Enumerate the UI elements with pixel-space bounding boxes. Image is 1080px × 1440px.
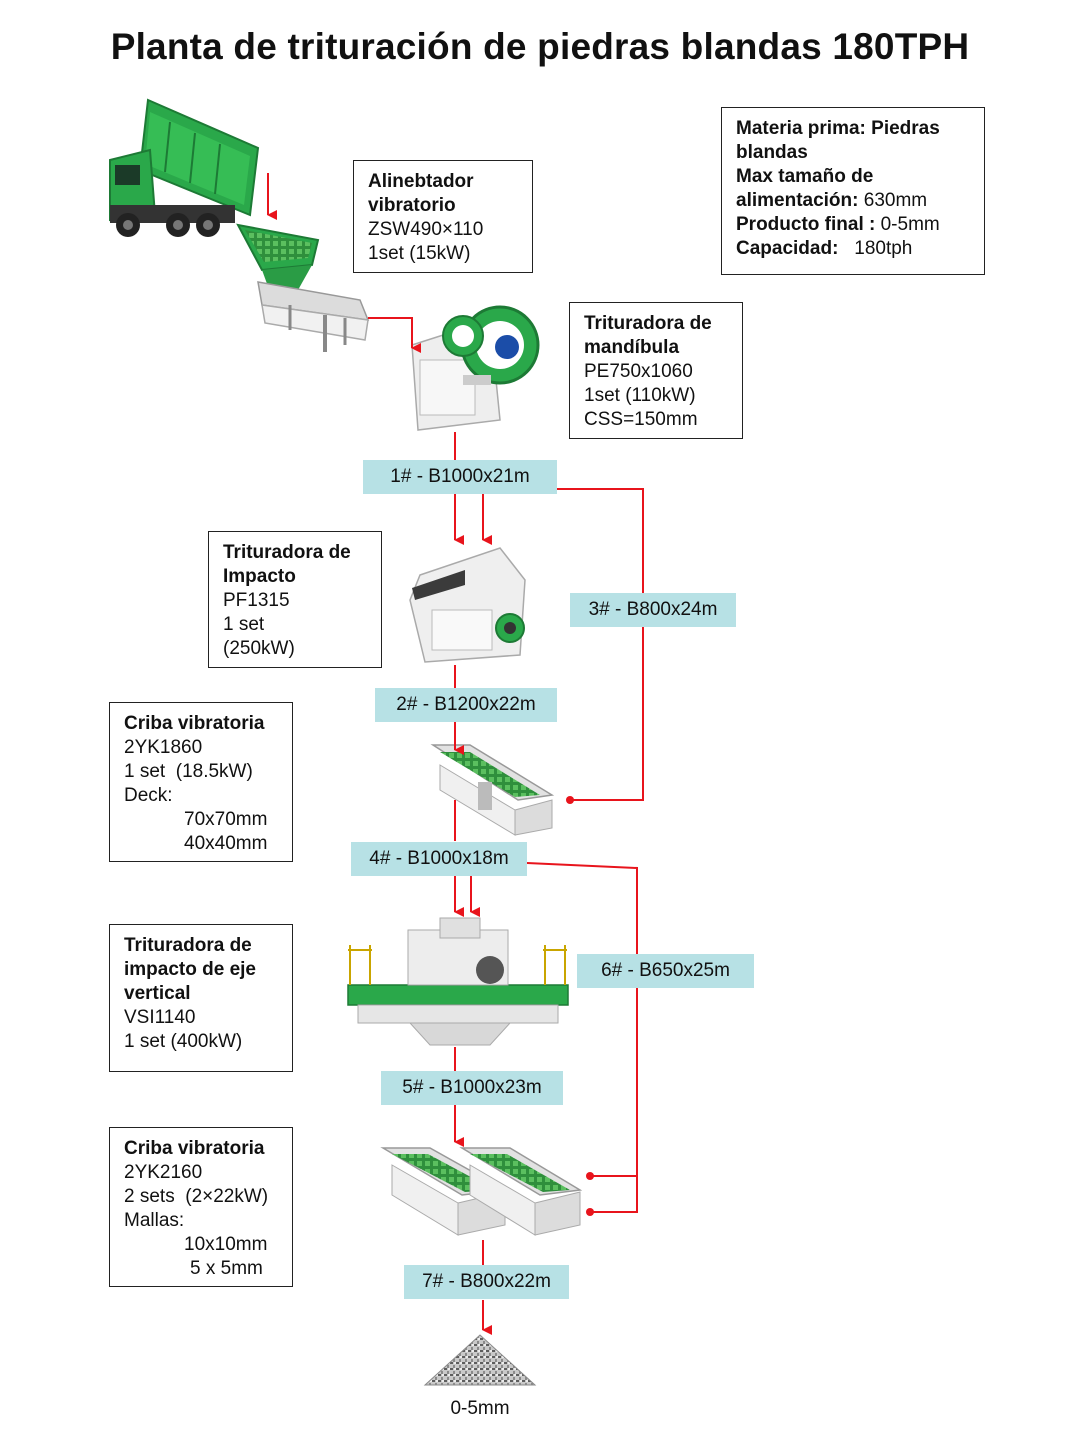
- vibrating-feeder-icon: [236, 223, 370, 352]
- screen1-qty: 1 set (18.5kW): [124, 761, 253, 782]
- screen2-mesh: Mallas:: [124, 1210, 185, 1231]
- dump-truck-icon: [109, 98, 260, 237]
- impact-power: (250kW): [223, 638, 295, 659]
- belt-3-label: 3# - B800x24m: [570, 593, 736, 627]
- impact-name: Trituradora de: [223, 542, 351, 563]
- belt-6-label: 6# - B650x25m: [577, 954, 754, 988]
- info-max-feed: Max tamaño de: [736, 166, 874, 187]
- screen2-qty: 2 sets (2×22kW): [124, 1186, 269, 1207]
- vsi-name: Trituradora de: [124, 935, 252, 956]
- jaw-crusher-label-box: Trituradora de mandíbula PE750x1060 1set…: [569, 302, 743, 439]
- feeder-name: Alinebtador: [368, 171, 474, 192]
- vsi-label-box: Trituradora de impacto de eje vertical V…: [109, 924, 293, 1072]
- flow-joint-dot: [586, 1208, 594, 1216]
- jaw-model: PE750x1060: [584, 361, 693, 382]
- vibrating-screen-1-icon: [430, 744, 555, 836]
- info-raw-material: Materia prima: Piedras: [736, 118, 940, 139]
- screen2-mesh-2: 5 x 5mm: [190, 1258, 263, 1279]
- diagram-title: Planta de trituración de piedras blandas…: [110, 26, 970, 67]
- jaw-crusher-icon: [411, 305, 540, 431]
- vsi-model: VSI1140: [124, 1007, 196, 1028]
- belt-2-label: 2# - B1200x22m: [375, 688, 557, 722]
- info-max-feed-value: 630mm: [858, 190, 928, 211]
- info-final-product-value: 0-5mm: [875, 214, 940, 235]
- jaw-css: CSS=150mm: [584, 409, 698, 430]
- belt-1-label: 1# - B1000x21m: [363, 460, 557, 494]
- feeder-qty: 1set (15kW): [368, 243, 471, 264]
- screen1-deck-1: 70x70mm: [184, 809, 268, 830]
- product-label: 0-5mm: [450, 1398, 510, 1419]
- vsi-name-cont: impacto de eje: [124, 959, 256, 980]
- jaw-qty: 1set (110kW): [584, 385, 696, 406]
- screen1-model: 2YK1860: [124, 737, 203, 758]
- screen1-name: Criba vibratoria: [124, 713, 265, 734]
- belt-4-label: 4# - B1000x18m: [351, 842, 527, 876]
- screen2-name: Criba vibratoria: [124, 1138, 265, 1159]
- info-max-feed-cont: alimentación:: [736, 190, 859, 211]
- feeder-name-cont: vibratorio: [368, 195, 456, 216]
- impact-model: PF1315: [223, 590, 290, 611]
- sand-product-pile-icon: [423, 1334, 537, 1386]
- screen2-mesh-1: 10x10mm: [184, 1234, 268, 1255]
- feeder-label-box: Alinebtador vibratorio ZSW490×110 1set (…: [353, 160, 533, 273]
- info-capacity: Capacidad:: [736, 238, 839, 259]
- info-raw-material-cont: blandas: [736, 142, 808, 163]
- impact-crusher-icon: [409, 547, 526, 663]
- jaw-name-cont: mandíbula: [584, 337, 680, 358]
- vsi-crusher-icon: [347, 917, 569, 1046]
- vibrating-screen-2b-icon: [459, 1147, 583, 1236]
- screen2-label-box: Criba vibratoria 2YK2160 2 sets (2×22kW)…: [109, 1127, 293, 1287]
- belt-7-label: 7# - B800x22m: [404, 1265, 569, 1299]
- screen1-deck: Deck:: [124, 785, 173, 806]
- screen1-deck-2: 40x40mm: [184, 833, 268, 854]
- impact-qty: 1 set: [223, 614, 265, 635]
- jaw-name: Trituradora de: [584, 313, 712, 334]
- screen2-model: 2YK2160: [124, 1162, 203, 1183]
- flow-joint-dot: [566, 796, 574, 804]
- vsi-name-cont2: vertical: [124, 983, 191, 1004]
- info-capacity-value: 180tph: [838, 238, 913, 259]
- impact-name-cont: Impacto: [223, 566, 296, 587]
- screen1-label-box: Criba vibratoria 2YK1860 1 set (18.5kW) …: [109, 702, 293, 862]
- feeder-model: ZSW490×110: [368, 219, 484, 240]
- raw-material-info-box: Materia prima: Piedras blandas Max tamañ…: [721, 107, 985, 275]
- flow-joint-dot: [586, 1172, 594, 1180]
- vsi-qty: 1 set (400kW): [124, 1031, 243, 1052]
- impact-crusher-label-box: Trituradora de Impacto PF1315 1 set (250…: [208, 531, 382, 668]
- belt-5-label: 5# - B1000x23m: [381, 1071, 563, 1105]
- info-final-product: Producto final :: [736, 214, 876, 235]
- flow-lines: [267, 173, 644, 1335]
